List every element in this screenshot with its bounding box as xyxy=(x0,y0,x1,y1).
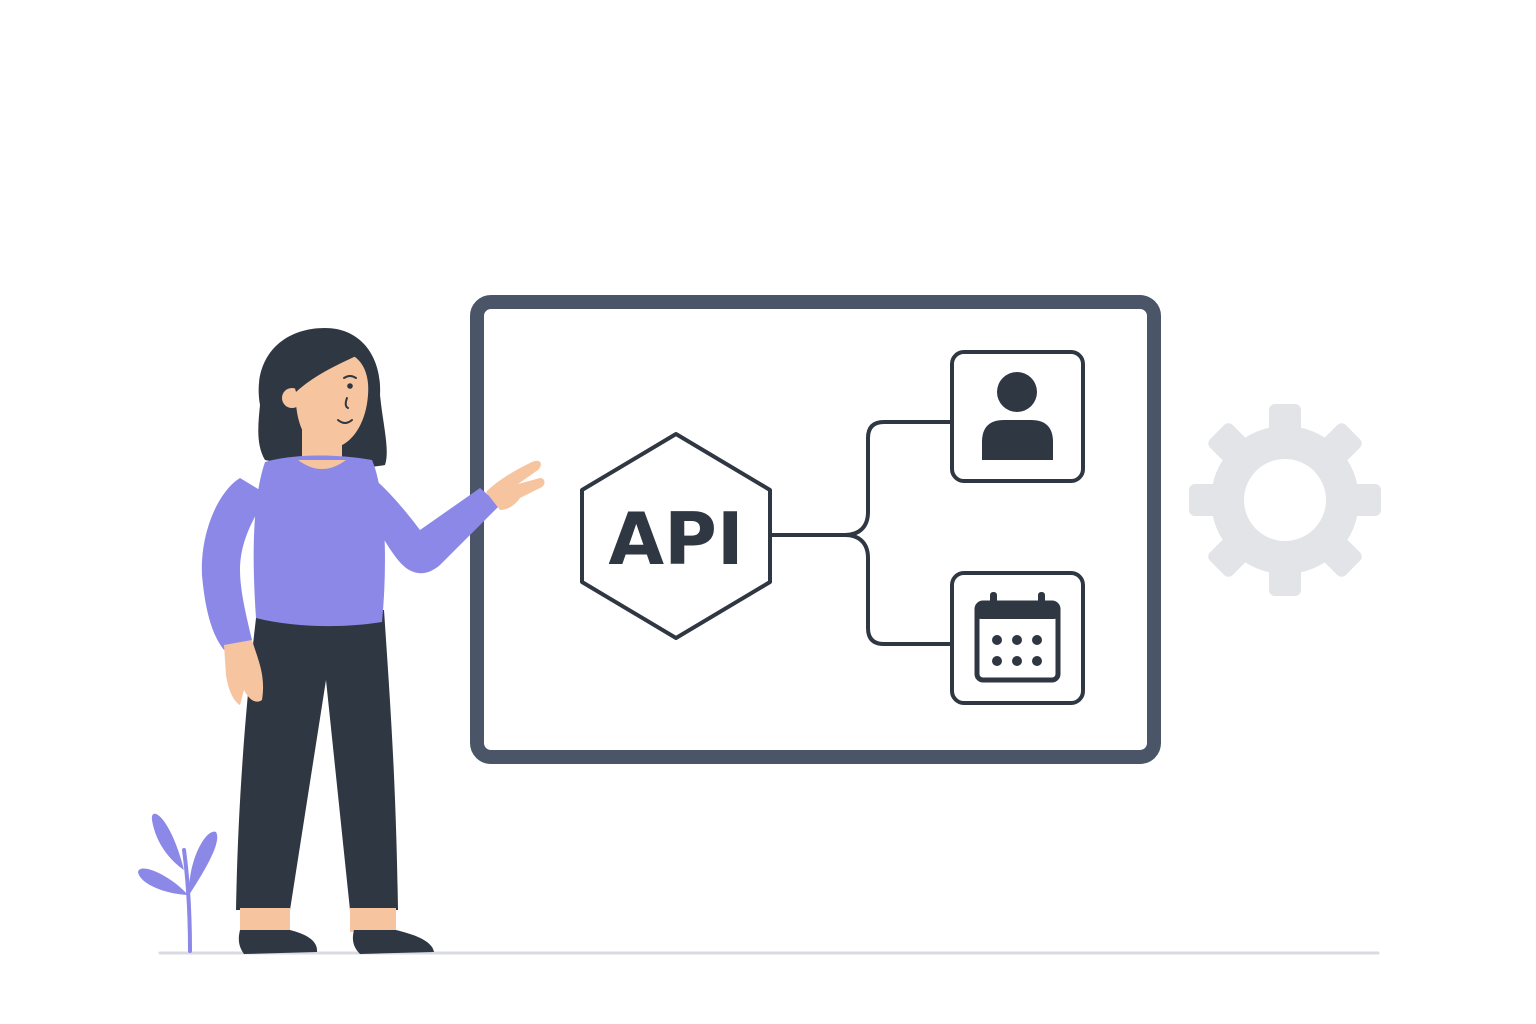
plant-icon xyxy=(138,813,218,953)
user-node xyxy=(950,350,1085,483)
presenter-woman xyxy=(201,328,545,954)
gear-icon xyxy=(1189,404,1381,596)
calendar-node xyxy=(950,571,1085,705)
connector-lines xyxy=(770,420,954,646)
calendar-icon xyxy=(974,592,1061,683)
api-label: API xyxy=(608,497,743,581)
api-node: API xyxy=(580,432,772,640)
user-icon xyxy=(982,372,1053,460)
